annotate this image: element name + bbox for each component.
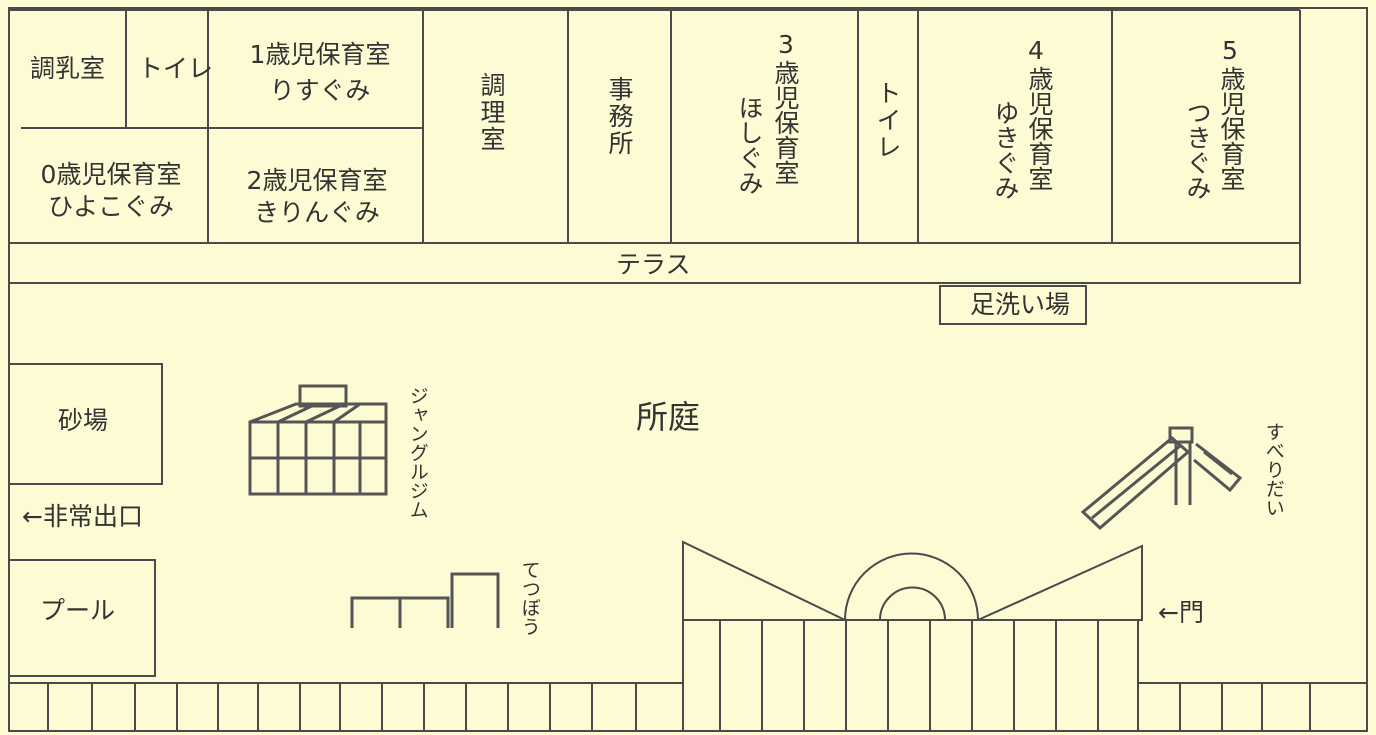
- gate-label: ←門: [1158, 598, 1204, 627]
- age4-room-label: 歳児保育室: [1025, 66, 1054, 191]
- age0-class-label: ひよこぐみ: [48, 192, 174, 221]
- pool-label: プール: [40, 596, 116, 625]
- garden-label: 所庭: [636, 398, 701, 436]
- sandbox-label: 砂場: [58, 406, 109, 435]
- kitchen-label: 調理室: [477, 72, 506, 153]
- emergency-exit-label: ←非常出口: [22, 502, 143, 531]
- iron-bar-icon: [350, 572, 500, 628]
- age4-number: 4: [1028, 36, 1044, 65]
- gate-arch-outer: [844, 552, 979, 621]
- sandbox-box: [8, 363, 163, 485]
- office-label: 事務所: [605, 76, 634, 157]
- terrace-label: テラス: [616, 250, 691, 279]
- age2-room-label: 2歳児保育室: [246, 166, 388, 195]
- age3-room-label: 歳児保育室: [771, 60, 800, 185]
- gate-right-wing: [977, 544, 1143, 621]
- foot-wash-label: 足洗い場: [970, 290, 1071, 319]
- age5-number: 5: [1222, 36, 1238, 65]
- iron-bar-label: てつぼう: [518, 560, 541, 636]
- fence-posts: [47, 620, 1311, 731]
- age5-class-label: つきぐみ: [1183, 100, 1212, 200]
- age1-class-label: りすぐみ: [269, 76, 371, 105]
- jungle-gym-icon: [248, 384, 388, 496]
- gate-left-wing: [682, 540, 846, 621]
- jungle-gym-label: ジャングルジム: [406, 386, 429, 519]
- age3-number: 3: [778, 30, 794, 59]
- slide-label: すべりだい: [1262, 422, 1285, 517]
- age4-class-label: ゆきぐみ: [991, 100, 1020, 200]
- toilet-2-label: トイレ: [873, 80, 902, 161]
- foot-wash-box: [939, 285, 1087, 325]
- age5-room-label: 歳児保育室: [1217, 66, 1246, 191]
- gate-arch-inner: [879, 586, 946, 621]
- gate-base: [682, 619, 1139, 732]
- slide-icon: [1080, 426, 1243, 531]
- age1-room-label: 1歳児保育室: [249, 40, 391, 69]
- toilet-1-label: トイレ: [138, 54, 214, 83]
- age3-class-label: ほしぐみ: [735, 95, 764, 195]
- age0-room-label: 0歳児保育室: [40, 160, 182, 189]
- milk-room-label: 調乳室: [30, 54, 106, 83]
- age2-class-label: きりんぐみ: [254, 198, 380, 227]
- pool-box: [8, 559, 156, 677]
